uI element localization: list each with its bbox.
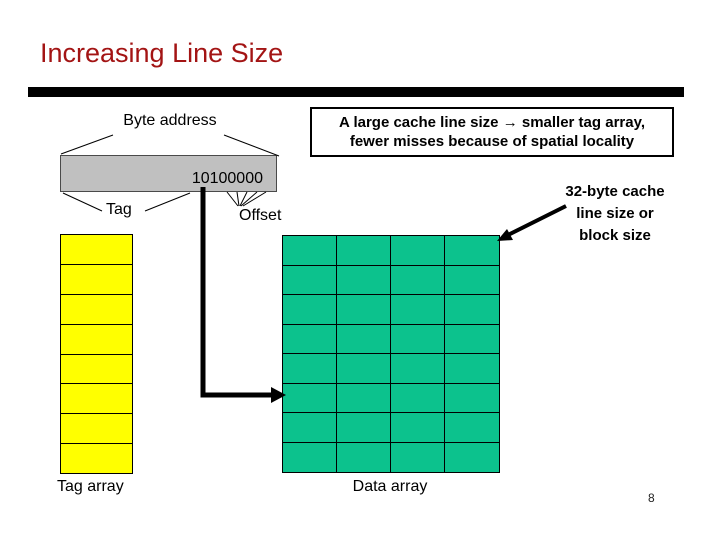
data-array-cell (283, 383, 337, 413)
annotation-line-3: block size (579, 227, 651, 244)
data-array (282, 235, 500, 473)
tag-array-cell (61, 325, 132, 355)
offset-fan-line (236, 191, 240, 207)
tag-brace-left (62, 192, 103, 212)
data-array-cell (391, 413, 445, 443)
tag-array-cell (61, 444, 132, 473)
data-array-cell (391, 383, 445, 413)
block-size-annotation: 32-byte cache line size or block size (545, 181, 685, 247)
data-array-cell (337, 265, 391, 295)
tag-array-cell (61, 265, 132, 295)
data-array-cell (445, 325, 499, 354)
byte-address-brace-right (223, 134, 280, 157)
data-array-cell (391, 354, 445, 384)
data-array-cell (337, 383, 391, 413)
offset-fan-line (242, 191, 267, 207)
data-array-cell (391, 236, 445, 266)
data-array-cell (445, 384, 499, 413)
data-array-cell (337, 236, 391, 266)
data-array-cell (445, 354, 499, 384)
callout-line-1: A large cache line size → smaller tag ar… (339, 114, 645, 131)
byte-address-box: 10100000 (60, 155, 277, 192)
byte-address-value: 10100000 (191, 170, 263, 187)
annotation-line-2: line size or (576, 205, 654, 222)
annotation-line-1: 32-byte cache (565, 183, 665, 200)
data-array-cell (283, 413, 337, 443)
byte-address-brace-left (60, 134, 114, 155)
data-array-cell (445, 443, 499, 473)
data-array-label: Data array (352, 478, 428, 495)
title-divider (28, 87, 684, 97)
tag-array-cell (61, 235, 132, 265)
callout-box: A large cache line size → smaller tag ar… (310, 107, 674, 157)
data-array-cell (337, 442, 391, 472)
data-array-cell (391, 442, 445, 472)
data-array-cell (283, 295, 337, 325)
tag-array-label: Tag array (57, 478, 124, 495)
data-array-cell (283, 324, 337, 354)
data-array-cell (391, 265, 445, 295)
data-array-cell (337, 413, 391, 443)
data-array-cell (283, 354, 337, 384)
tag-label: Tag (106, 201, 132, 218)
data-array-cell (391, 295, 445, 325)
data-array-cell (337, 354, 391, 384)
data-array-cell (391, 324, 445, 354)
offset-fan-line (239, 191, 248, 207)
data-array-cell (283, 265, 337, 295)
offset-fan-line (240, 191, 258, 207)
offset-label: Offset (239, 207, 282, 224)
data-array-cell (337, 324, 391, 354)
data-array-cell (445, 413, 499, 443)
tag-array-cell (61, 414, 132, 445)
page-number: 8 (648, 491, 655, 505)
callout-line-2: fewer misses because of spatial locality (349, 133, 635, 150)
tag-array (60, 234, 133, 474)
data-array-cell (445, 295, 499, 325)
tag-array-cell (61, 355, 132, 385)
data-array-cell (283, 442, 337, 472)
data-array-cell (337, 295, 391, 325)
tag-array-cell (61, 384, 132, 415)
byte-address-label: Byte address (123, 112, 217, 129)
tag-brace-right (144, 192, 191, 212)
data-array-cell (283, 236, 337, 266)
offset-fan-line (226, 191, 239, 207)
slide-title: Increasing Line Size (40, 38, 284, 68)
data-array-cell (445, 266, 499, 295)
data-array-cell (445, 236, 499, 266)
tag-array-cell (61, 295, 132, 325)
